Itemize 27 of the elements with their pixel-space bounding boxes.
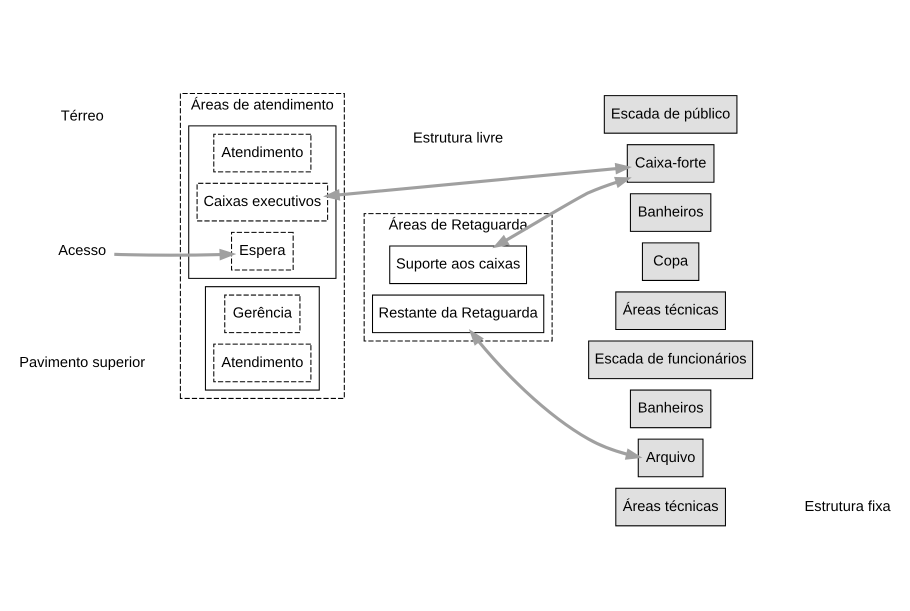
node-box: Banheiros <box>630 390 712 428</box>
label: Estrutura fixa <box>804 498 891 515</box>
arrow <box>492 176 632 248</box>
node-box: Áreas técnicas <box>615 291 726 330</box>
label: Estrutura livre <box>413 130 504 146</box>
label: Pavimento superior <box>19 354 146 371</box>
label: Térreo <box>60 108 104 124</box>
cluster <box>188 125 336 279</box>
node-box: Restante da Retaguarda <box>372 294 544 334</box>
node-box: Escada de público <box>604 95 738 134</box>
node-box: Caixas executivos <box>196 182 328 222</box>
node-box: Áreas técnicas <box>615 488 726 526</box>
cluster <box>204 286 320 391</box>
node-box: Copa <box>642 242 700 281</box>
arrow <box>114 248 236 260</box>
node-text: Acesso <box>58 243 106 260</box>
node-box: Caixa-forte <box>626 144 714 183</box>
node-box: Arquivo <box>638 438 704 478</box>
node-box: Suporte aos caixas <box>389 245 528 284</box>
node-box: Escada de funcionários <box>588 340 754 380</box>
node-box: Atendimento <box>213 134 312 172</box>
arrow <box>468 329 642 460</box>
node-box: Espera <box>231 232 294 271</box>
node-box: Atendimento <box>213 344 312 382</box>
arrow <box>323 162 632 201</box>
node-box: Gerência <box>224 294 300 334</box>
node-box: Banheiros <box>630 193 712 232</box>
